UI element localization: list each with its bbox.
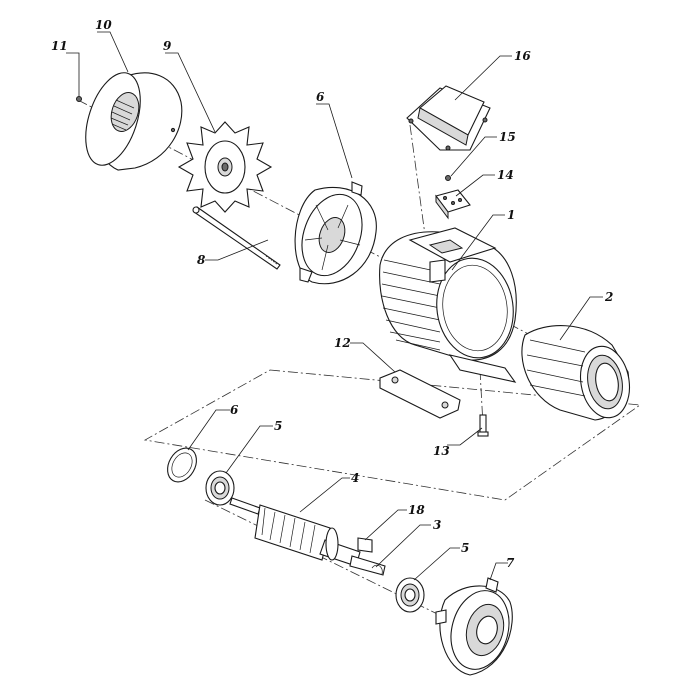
stator-part-2 xyxy=(521,325,630,421)
callout-15: 14 xyxy=(497,168,514,182)
callout-2: 2 xyxy=(604,290,613,304)
motor-frame-part-1 xyxy=(379,227,517,383)
bolt-part-14 xyxy=(477,414,489,437)
fan-cover-part-11 xyxy=(85,72,183,171)
bearing-part-5-rear xyxy=(205,470,235,506)
bearing-part-5-front xyxy=(395,577,425,613)
callout-6: 6 xyxy=(316,90,325,104)
circlip-part-3 xyxy=(371,564,383,575)
callout-leaders xyxy=(66,31,603,581)
front-end-shield-part-8 xyxy=(435,577,513,676)
foot-part-13 xyxy=(379,369,461,419)
callout-16: 15 xyxy=(499,130,516,144)
callout-8: 7 xyxy=(506,556,515,570)
callout-labels: 11 10 9 6 8 16 15 14 1 2 12 13 6 5 4 18 … xyxy=(51,18,613,570)
fan-part-10 xyxy=(177,121,273,213)
rear-end-shield-part-6 xyxy=(294,181,377,285)
callout-12: 11 xyxy=(51,39,68,53)
callout-3: 3 xyxy=(433,518,441,532)
callout-1: 1 xyxy=(507,208,515,222)
callout-17: 16 xyxy=(514,49,531,63)
callout-5-front: 5 xyxy=(461,541,469,555)
callout-11: 10 xyxy=(95,18,112,32)
screw-part-16 xyxy=(445,175,451,181)
callout-13: 12 xyxy=(334,336,351,350)
tie-rod-part-9 xyxy=(192,206,281,270)
terminal-box-cover-part-17 xyxy=(406,85,491,151)
callout-9: 8 xyxy=(197,253,206,267)
key-part-18 xyxy=(357,537,373,553)
wave-washer-part-7 xyxy=(167,447,197,483)
callout-5-rear: 5 xyxy=(274,419,282,433)
callout-14: 13 xyxy=(433,444,450,458)
callout-7: 6 xyxy=(230,403,239,417)
rotor-shaft-part-4 xyxy=(229,497,386,576)
callout-4: 4 xyxy=(351,471,359,485)
callout-10: 9 xyxy=(163,39,172,53)
screw-part-12 xyxy=(76,96,82,102)
terminal-block-part-15 xyxy=(435,189,471,220)
callout-18: 18 xyxy=(408,503,425,517)
